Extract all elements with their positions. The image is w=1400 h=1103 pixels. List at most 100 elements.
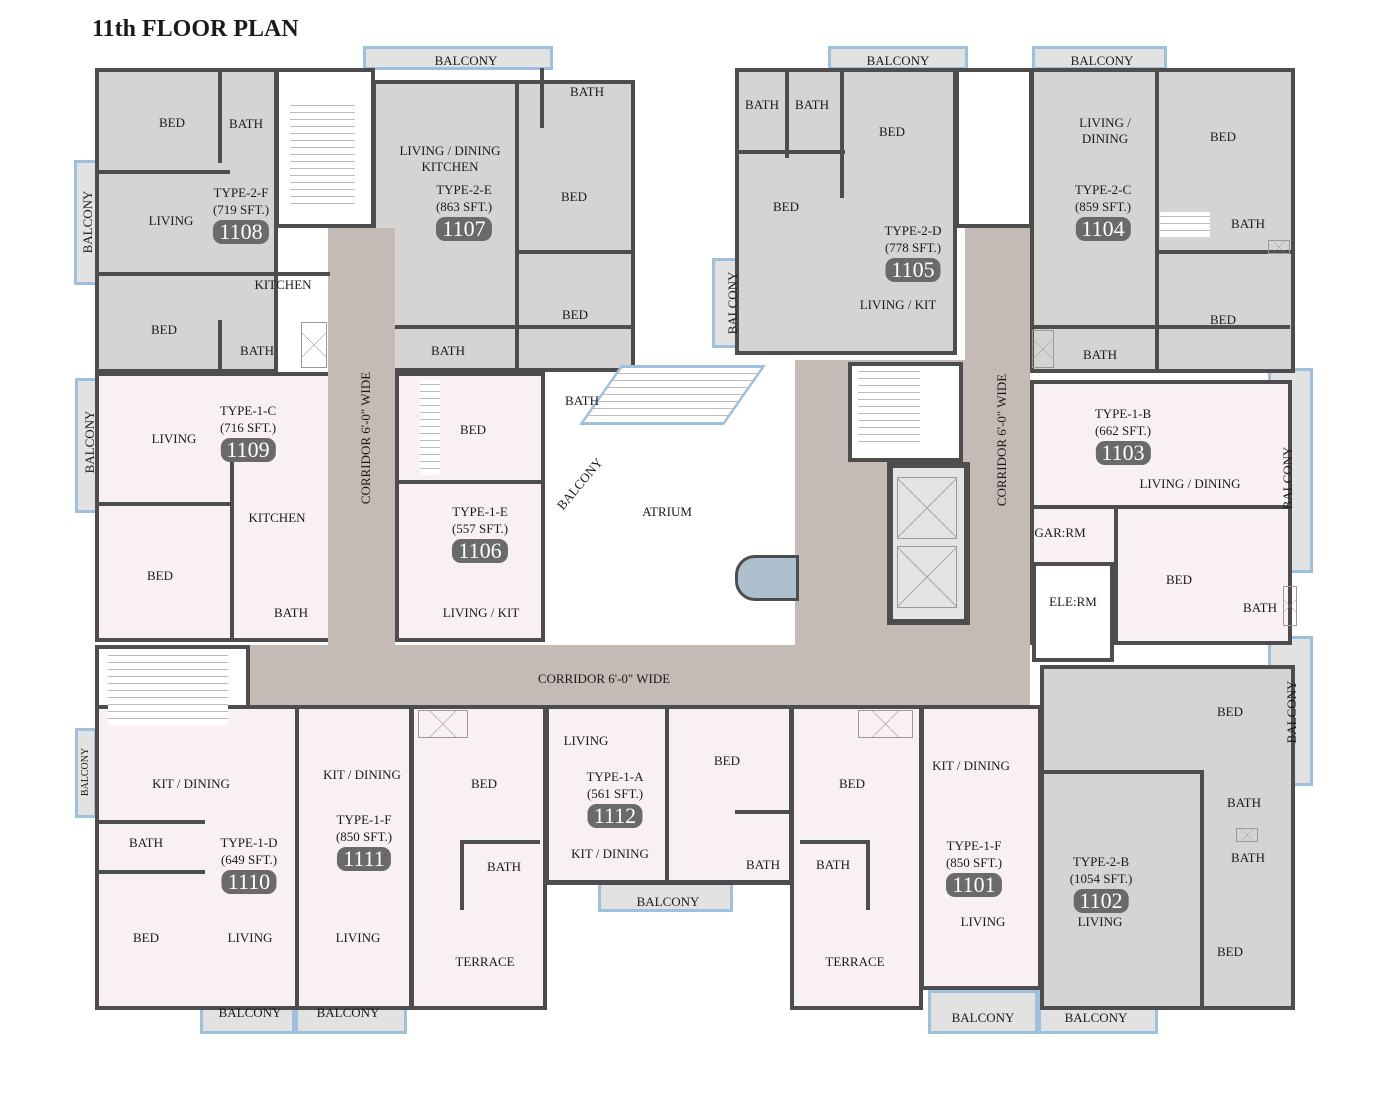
unit-type: TYPE-1-B (1094, 406, 1152, 421)
room-label-bath: BATH (1083, 347, 1117, 362)
room-label-living: LIVING (148, 213, 194, 228)
unit-type: TYPE-1-F (336, 812, 392, 827)
room-label-atrium: ATRIUM (642, 504, 692, 519)
room-label-bath: BATH (795, 97, 829, 112)
room-label-bed: BED (133, 930, 159, 945)
atrium-skylight-stairs (578, 365, 767, 425)
unit-area: (719 SFT.) (212, 202, 270, 217)
wall (1114, 505, 1118, 645)
wall (735, 810, 790, 814)
room-label-corridor-wide: CORRIDOR 6'-0" WIDE (994, 373, 1009, 507)
wall (218, 68, 222, 163)
stair-treads (290, 100, 355, 210)
unit-area: (649 SFT.) (220, 852, 278, 867)
room-label-bath: BATH (487, 859, 521, 874)
room-label-bath: BATH (570, 84, 604, 99)
unit-type: TYPE-2-E (436, 182, 492, 197)
unit-tag: TYPE-1-F (850 SFT.) 1101 (946, 837, 1002, 897)
room-label-bed: BED (1210, 129, 1236, 144)
room-label-bed: BED (147, 568, 173, 583)
room-label-bed: BED (159, 115, 185, 130)
room-label-living: LIVING (563, 733, 609, 748)
wall (218, 320, 222, 372)
unit-1107-area (372, 80, 635, 372)
unit-area: (1054 SFT.) (1069, 871, 1133, 886)
unit-number-badge: 1107 (436, 217, 492, 241)
room-label-terrace: TERRACE (825, 954, 885, 969)
room-label-living-kit: LIVING / KIT (442, 605, 520, 620)
unit-area: (557 SFT.) (451, 521, 509, 536)
wall (460, 840, 464, 910)
room-label-balcony: BALCONY (636, 894, 700, 909)
unit-tag: TYPE-1-B (662 SFT.) 1103 (1095, 405, 1151, 465)
room-label-living-dining: LIVING / DINING (1139, 476, 1241, 491)
unit-tag: TYPE-1-E (557 SFT.) 1106 (452, 503, 508, 563)
room-label-balcony: BALCONY (951, 1010, 1015, 1025)
wall (785, 68, 789, 158)
unit-number-badge: 1105 (885, 258, 941, 282)
unit-1110-area (95, 705, 300, 1010)
wall (840, 68, 844, 198)
room-label-bed: BED (839, 776, 865, 791)
room-label-bed: BED (561, 189, 587, 204)
room-label-balcony: BALCONY (218, 1005, 282, 1020)
wall (1030, 505, 1292, 509)
room-label-bath: BATH (1227, 795, 1261, 810)
wall (410, 705, 414, 1010)
room-label-bath: BATH (229, 116, 263, 131)
room-label-bed: BED (773, 199, 799, 214)
room-label-living-kit: LIVING / KIT (859, 297, 937, 312)
unit-area: (716 SFT.) (219, 420, 277, 435)
room-label-bed: BED (1217, 704, 1243, 719)
unit-tag: TYPE-1-F (850 SFT.) 1111 (336, 811, 392, 871)
unit-tag: TYPE-1-D (649 SFT.) 1110 (220, 834, 278, 894)
room-label-bed: BED (1217, 944, 1243, 959)
unit-type: TYPE-1-F (946, 838, 1002, 853)
room-label-kit-dining: KIT / DINING (152, 776, 230, 791)
unit-number-badge: 1108 (213, 220, 269, 244)
unit-type: TYPE-2-F (213, 185, 269, 200)
unit-area: (662 SFT.) (1094, 423, 1152, 438)
wall (230, 450, 234, 642)
room-label-kit-dining: KIT / DINING (571, 846, 649, 861)
unit-tag: TYPE-1-A (561 SFT.) 1112 (586, 768, 644, 828)
room-label-living: LIVING (151, 431, 197, 446)
stair-treads (1160, 212, 1210, 237)
room-label-kitchen: KITCHEN (248, 510, 306, 525)
unit-1102-area (1040, 665, 1295, 1010)
corridor-east (965, 228, 1030, 705)
room-label-bath: BATH (745, 97, 779, 112)
room-label-balcony: BALCONY (82, 410, 97, 474)
unit-tag: TYPE-2-B (1054 SFT.) 1102 (1069, 853, 1133, 913)
unit-tag: TYPE-2-D (778 SFT.) 1105 (884, 222, 942, 282)
room-label-bed: BED (151, 322, 177, 337)
room-label-bath: BATH (431, 343, 465, 358)
unit-area: (778 SFT.) (884, 240, 942, 255)
unit-number-badge: 1110 (221, 870, 277, 894)
shaft-cross (301, 322, 327, 368)
room-label-bed: BED (460, 422, 486, 437)
unit-number-badge: 1102 (1073, 889, 1129, 913)
room-label-bed: BED (1210, 312, 1236, 327)
room-label-living: LIVING (1077, 914, 1123, 929)
unit-tag: TYPE-1-C (716 SFT.) 1109 (220, 402, 276, 462)
unit-number-badge: 1106 (452, 539, 508, 563)
room-label-corridor-wide: CORRIDOR 6'-0" WIDE (358, 371, 373, 505)
unit-type: TYPE-2-D (884, 223, 942, 238)
wall (540, 68, 544, 128)
stair-treads (420, 380, 440, 475)
room-label-bed: BED (1166, 572, 1192, 587)
unit-area: (863 SFT.) (435, 199, 493, 214)
balcony (928, 990, 1038, 1034)
room-label-bath: BATH (1243, 600, 1277, 615)
shaft-cross (418, 710, 468, 738)
room-label-gar-rm: GAR:RM (1034, 525, 1086, 540)
room-label-balcony: BALCONY (80, 190, 95, 254)
room-label-balcony: BALCONY (1064, 1010, 1128, 1025)
wall (395, 325, 635, 329)
room-label-living-dining: LIVING / DINING (1079, 115, 1131, 146)
shaft-cross (1268, 240, 1290, 254)
unit-type: TYPE-1-C (219, 403, 277, 418)
room-label-living: LIVING (227, 930, 273, 945)
